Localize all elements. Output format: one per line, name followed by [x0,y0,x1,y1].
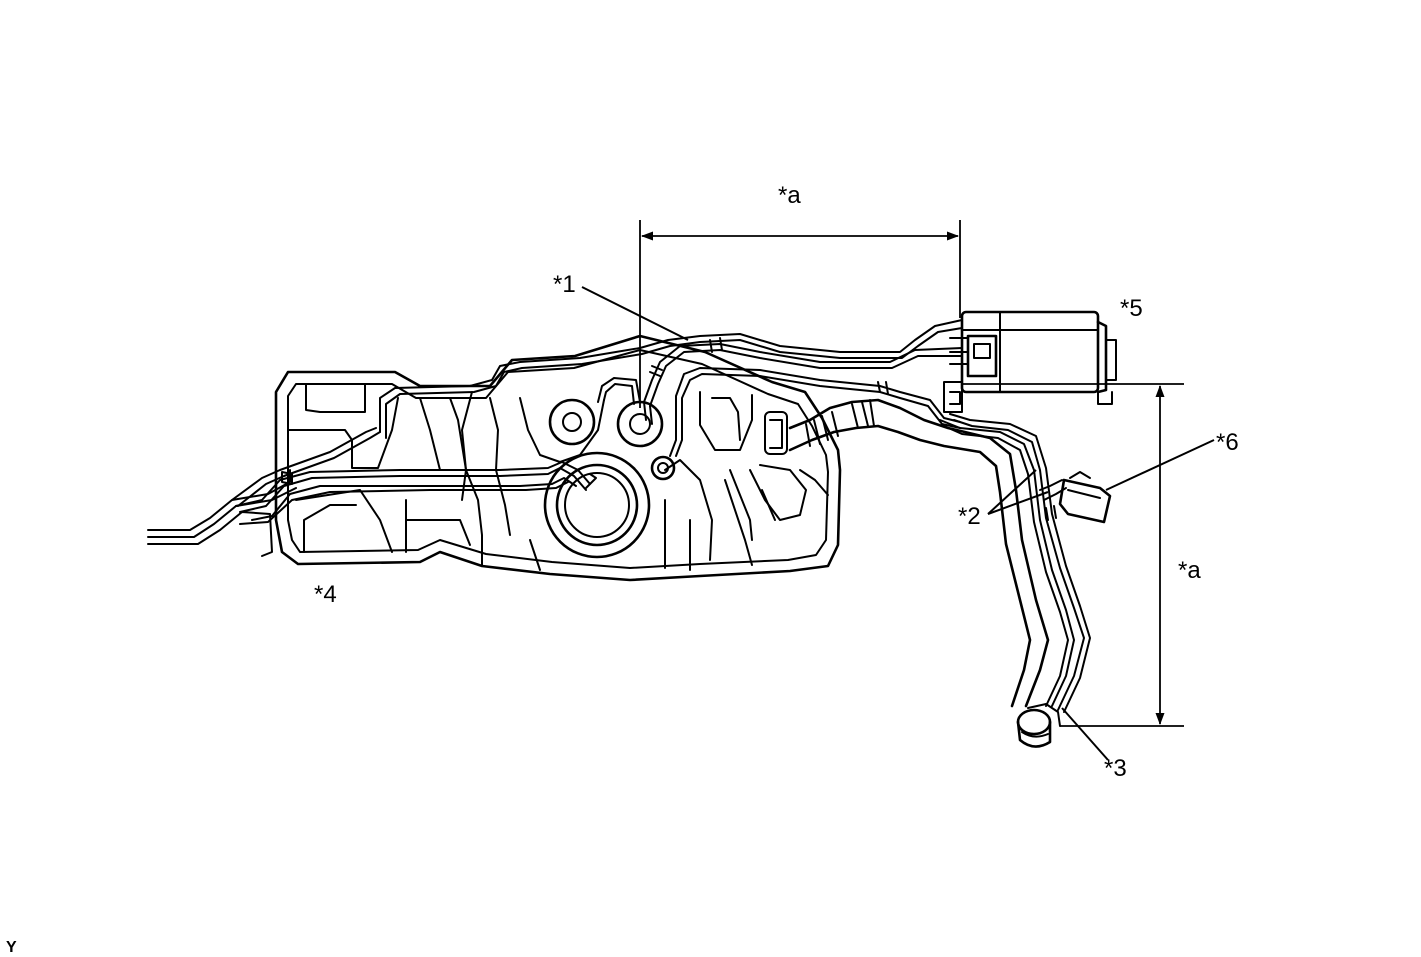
tank-fittings [548,398,788,481]
callout-1: *1 [553,271,576,298]
callout-4: *4 [314,581,337,608]
fuel-lines-left [147,427,597,557]
dimension-label-top: *a [778,182,801,209]
dimension-vertical [962,383,1184,727]
filler-hose [788,398,1091,713]
connector-6 [1058,471,1112,524]
evap-lines [379,319,963,457]
charcoal-canister [943,310,1117,413]
dimension-horizontal [639,220,961,408]
filler-neck [1016,703,1061,748]
dimension-label-right: *a [1178,557,1201,584]
leader-lines [581,286,1215,761]
fuel-pump-flange [543,451,651,559]
callout-6: *6 [1216,429,1239,456]
fuel-tank [274,334,842,582]
callout-2: *2 [958,503,981,530]
figure-code: Y [6,939,17,956]
callout-5: *5 [1120,295,1143,322]
callout-3: *3 [1104,755,1127,782]
